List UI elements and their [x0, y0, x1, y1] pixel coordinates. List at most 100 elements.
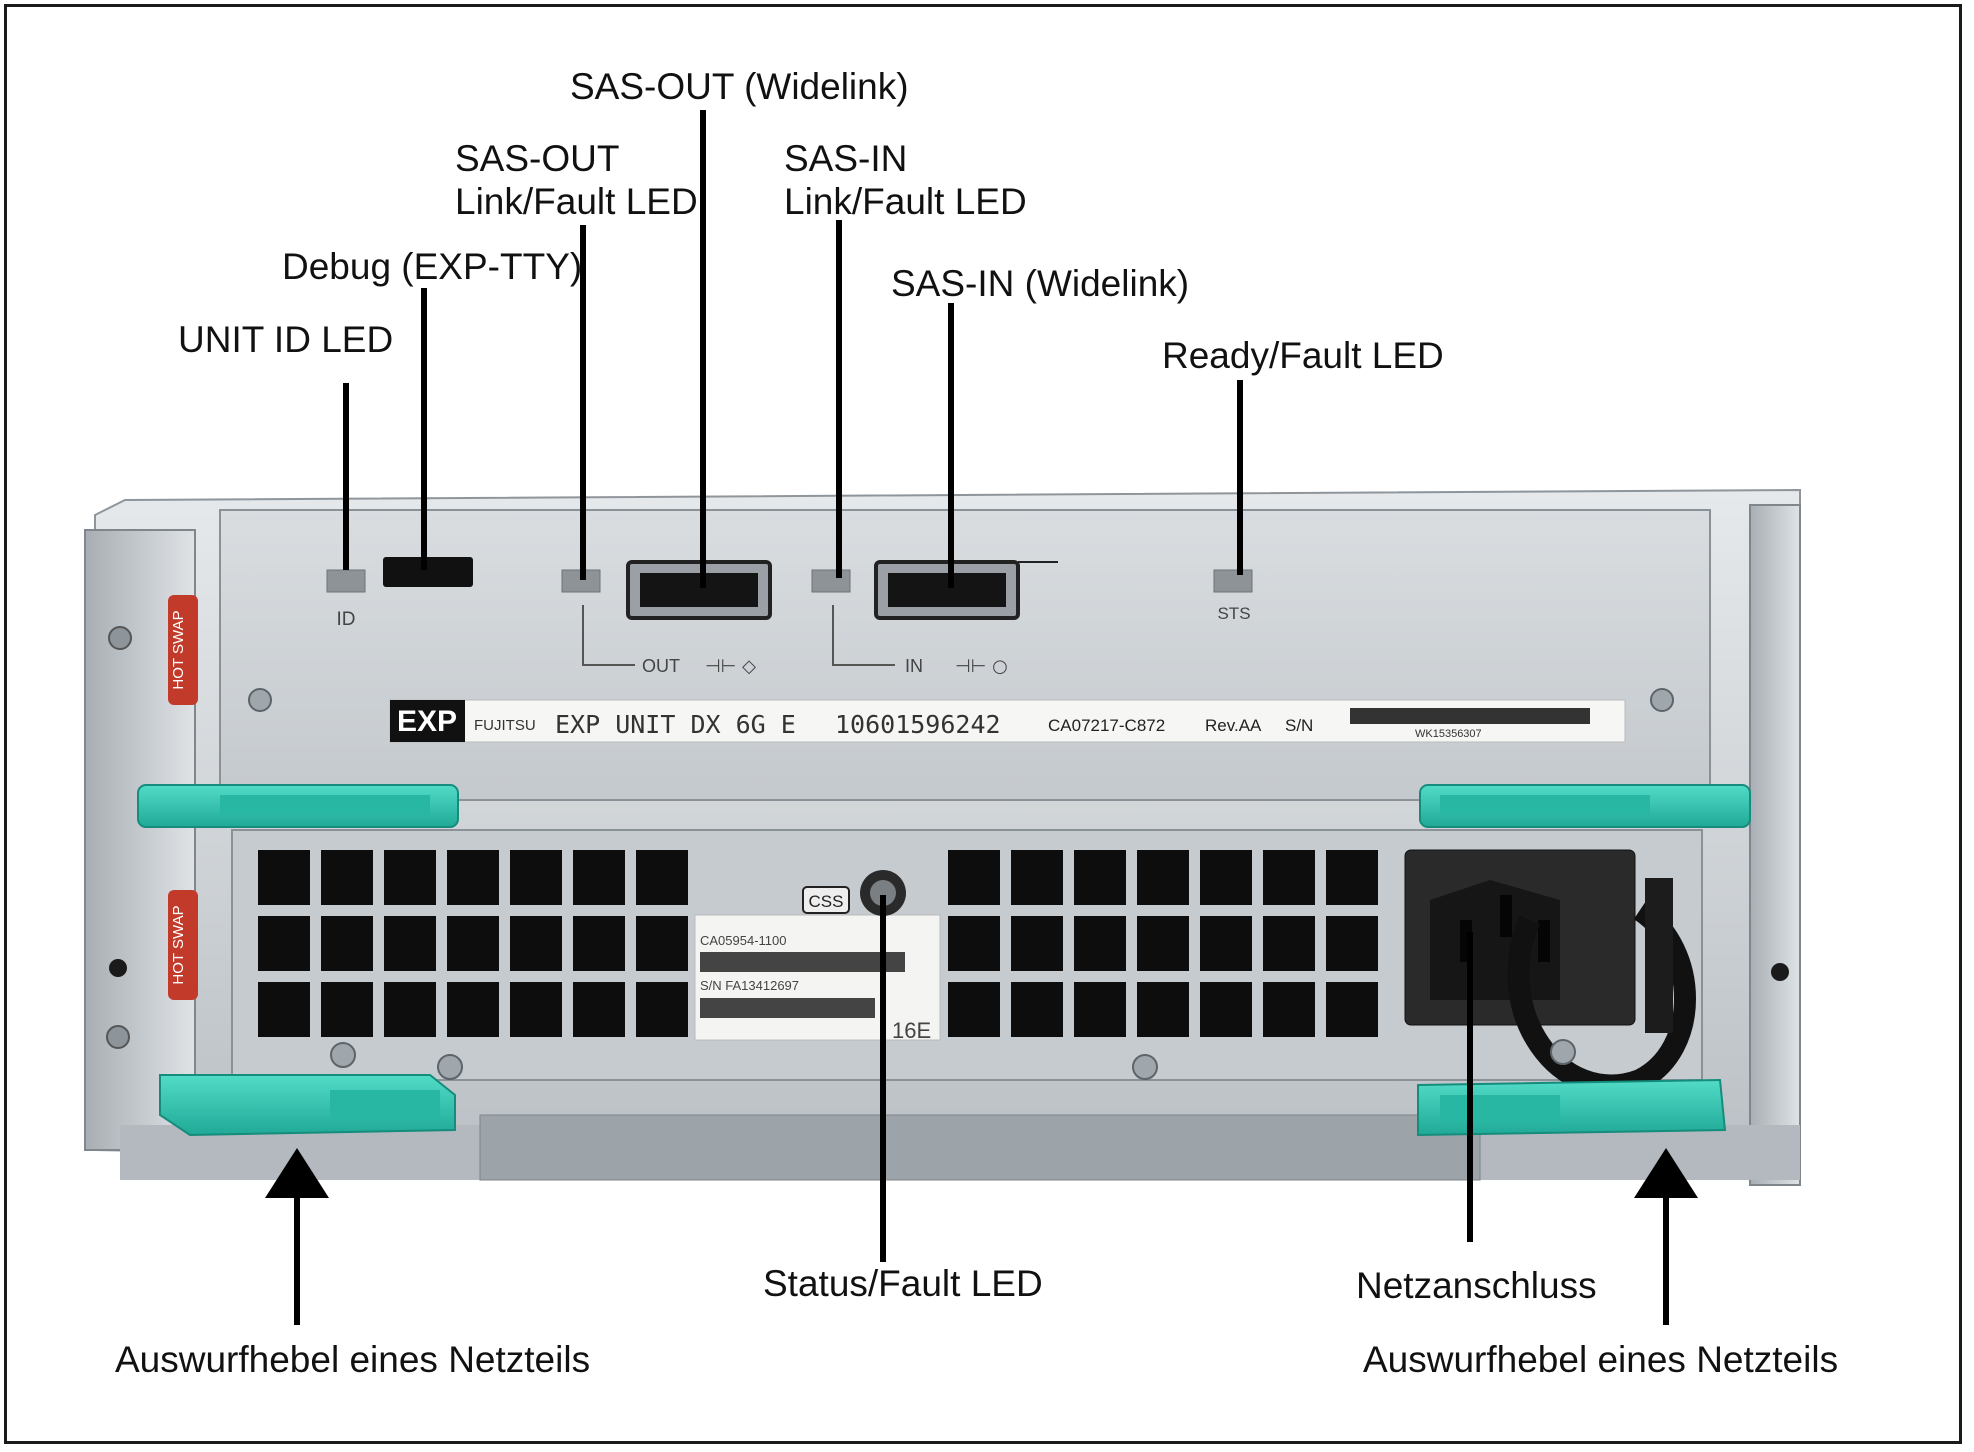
- vent-slot: [1326, 916, 1378, 971]
- screw-icon: [1132, 1054, 1158, 1080]
- vent-slot: [948, 982, 1000, 1037]
- vent-slot: [1200, 982, 1252, 1037]
- vent-slot: [1011, 850, 1063, 905]
- svg-text:FUJITSU: FUJITSU: [474, 717, 536, 734]
- ventilation-grille-right: [948, 850, 1378, 1037]
- figure-frame: [4, 4, 1962, 1444]
- svg-text:HOT SWAP: HOT SWAP: [170, 905, 187, 984]
- sas-in-led: [811, 569, 851, 593]
- barcode-icon: [700, 998, 875, 1018]
- arrow-up-icon: [265, 1148, 329, 1198]
- callout-text: SAS-OUT: [455, 138, 620, 179]
- callout-ready-fault-led: Ready/Fault LED: [1162, 334, 1444, 377]
- callout-text: SAS-IN (Widelink): [891, 263, 1190, 304]
- callout-text: Auswurfhebel eines Netzteils: [115, 1339, 591, 1380]
- expander-module: ID STS OUT ⊣⊢ ◇ IN ⊣⊢ ○: [219, 509, 1711, 801]
- link-symbol-icon: ⊣⊢ ○: [955, 656, 1008, 677]
- callout-netzanschluss: Netzanschluss: [1356, 1264, 1597, 1307]
- lower-lever-left: [159, 1074, 456, 1137]
- svg-text:OUT: OUT: [642, 656, 680, 676]
- callout-text: Link/Fault LED: [784, 181, 1027, 222]
- screw-icon: [248, 688, 272, 712]
- hole-icon: [109, 959, 127, 977]
- callout-text: SAS-IN: [784, 138, 908, 179]
- barcode-icon: [700, 952, 905, 972]
- status-fault-led: [860, 870, 906, 916]
- in-port-marking: IN ⊣⊢ ○: [832, 605, 1008, 677]
- vent-slot: [1137, 850, 1189, 905]
- debug-port: [383, 557, 473, 587]
- callout-unit-id-led: UNIT ID LED: [178, 318, 393, 361]
- vent-slot: [1200, 850, 1252, 905]
- callout-eject-right: Auswurfhebel eines Netzteils: [1363, 1338, 1838, 1381]
- callout-text: Link/Fault LED: [455, 181, 698, 222]
- vent-slot: [258, 916, 310, 971]
- vent-slot: [510, 982, 562, 1037]
- vent-slot: [1263, 850, 1315, 905]
- callout-lines: [294, 110, 1669, 1325]
- link-symbol-icon: ⊣⊢ ◇: [705, 656, 756, 677]
- vent-slot: [510, 916, 562, 971]
- screw-icon: [330, 1042, 356, 1068]
- callout-sas-in-widelink: SAS-IN (Widelink): [891, 262, 1189, 305]
- vent-slot: [1263, 982, 1315, 1037]
- vent-slot: [573, 916, 625, 971]
- psu-label: CA05954-1100 S/N FA13412697 16E: [694, 914, 941, 1043]
- callout-debug: Debug (EXP-TTY): [282, 245, 582, 288]
- svg-text:EXP UNIT DX 6G E: EXP UNIT DX 6G E: [555, 710, 796, 739]
- power-supply-unit: CA05954-1100 S/N FA13412697 16E CSS: [231, 829, 1703, 1097]
- vent-slot: [258, 850, 310, 905]
- vent-slot: [1326, 982, 1378, 1037]
- svg-text:IN: IN: [905, 656, 923, 676]
- svg-text:HOT SWAP: HOT SWAP: [170, 610, 187, 689]
- vent-slot: [1263, 916, 1315, 971]
- hot-swap-tag-bottom: HOT SWAP: [168, 890, 198, 1000]
- vent-slot: [636, 982, 688, 1037]
- callout-text: Netzanschluss: [1356, 1265, 1597, 1306]
- callout-eject-left: Auswurfhebel eines Netzteils: [115, 1338, 590, 1381]
- vent-slot: [447, 916, 499, 971]
- svg-text:S/N: S/N: [1285, 716, 1313, 735]
- unit-id-led: ID: [326, 569, 366, 630]
- svg-text:STS: STS: [1217, 604, 1250, 623]
- vent-slot: [948, 916, 1000, 971]
- vent-slot: [384, 982, 436, 1037]
- vent-slot: [384, 850, 436, 905]
- vent-slot: [510, 850, 562, 905]
- vent-slot: [1074, 850, 1126, 905]
- vent-slot: [1137, 916, 1189, 971]
- svg-text:EXP: EXP: [397, 705, 457, 738]
- screw-icon: [1650, 688, 1674, 712]
- callout-status-fault-led: Status/Fault LED: [763, 1262, 1043, 1305]
- screw-icon: [437, 1054, 463, 1080]
- upper-lever-left: [137, 784, 459, 828]
- vent-slot: [447, 850, 499, 905]
- ventilation-grille-left: [258, 850, 688, 1037]
- hot-swap-tag-top: HOT SWAP: [168, 595, 198, 705]
- sas-in-port: [874, 560, 1058, 620]
- svg-text:CA07217-C872: CA07217-C872: [1048, 716, 1165, 735]
- callout-sas-out-led: SAS-OUT Link/Fault LED: [455, 137, 698, 223]
- svg-text:S/N FA13412697: S/N FA13412697: [700, 978, 799, 993]
- svg-text:16E: 16E: [892, 1018, 931, 1043]
- screw-icon: [1550, 1039, 1576, 1065]
- vent-slot: [636, 850, 688, 905]
- lower-lever-right: [1417, 1078, 1727, 1137]
- vent-slot: [573, 850, 625, 905]
- product-label: EXP FUJITSU EXP UNIT DX 6G E 10601596242…: [389, 699, 1626, 743]
- css-badge: CSS: [802, 886, 850, 914]
- callout-text: Ready/Fault LED: [1162, 335, 1444, 376]
- callout-text: Status/Fault LED: [763, 1263, 1043, 1304]
- svg-text:WK15356307: WK15356307: [1415, 728, 1482, 740]
- callout-text: UNIT ID LED: [178, 319, 394, 360]
- vent-slot: [948, 850, 1000, 905]
- ready-fault-led: STS: [1213, 569, 1253, 623]
- vent-slot: [447, 982, 499, 1037]
- vent-slot: [1137, 982, 1189, 1037]
- vent-slot: [321, 916, 373, 971]
- vent-slot: [1074, 916, 1126, 971]
- arrow-up-icon: [1634, 1148, 1698, 1198]
- svg-text:ID: ID: [337, 609, 356, 630]
- callout-text: SAS-OUT (Widelink): [570, 66, 909, 107]
